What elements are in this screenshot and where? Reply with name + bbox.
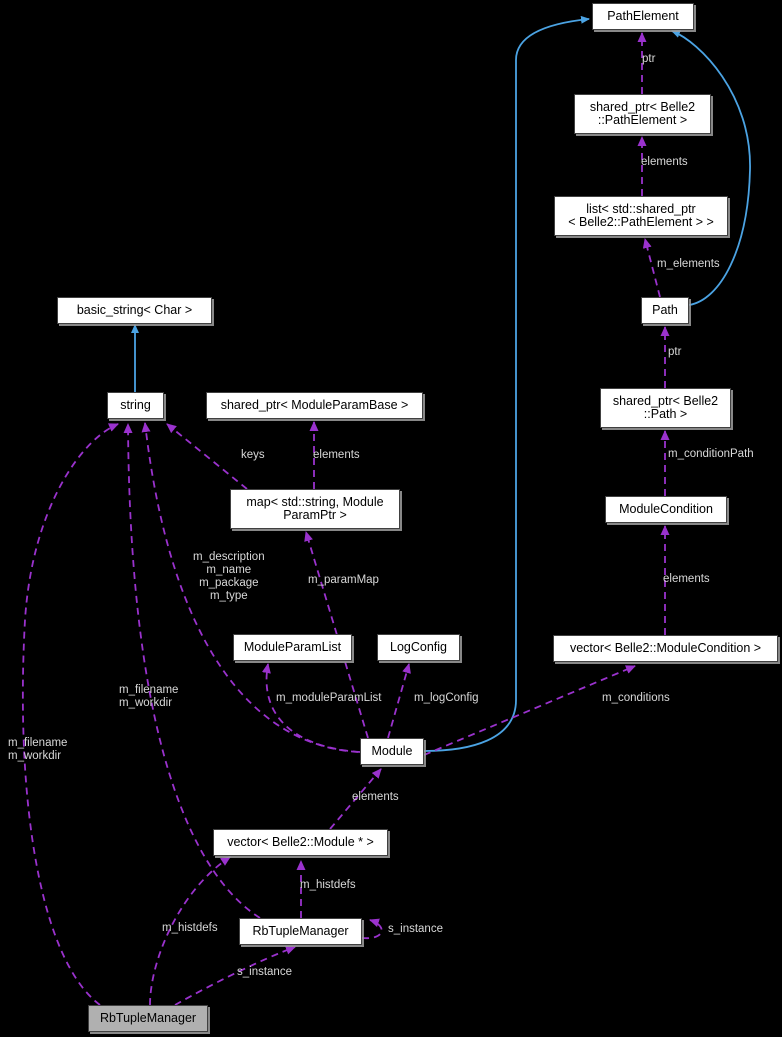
edge-label-lbl_elements_pe: elements <box>641 156 688 168</box>
edge-u_rbs_self <box>361 918 383 939</box>
class-node-label: Module <box>371 743 413 758</box>
class-node-path[interactable]: Path <box>641 297 689 324</box>
edge-u_path_list <box>642 238 661 298</box>
edge-label-lbl_elements_mpb: elements <box>313 449 360 461</box>
class-node-label: shared_ptr< Belle2 ::Path > <box>612 393 719 421</box>
class-node-rbtuplemanager_c[interactable]: RbTupleManager <box>88 1005 208 1032</box>
class-node-string[interactable]: string <box>107 392 164 419</box>
class-node-module[interactable]: Module <box>360 738 424 765</box>
edge-label-lbl_m_histdefs_1: m_histdefs <box>300 879 356 891</box>
edge-label-lbl_m_parammap: m_paramMap <box>308 574 379 586</box>
class-node-label: Path <box>652 302 678 317</box>
edge-u_vecmod_module <box>329 768 382 830</box>
edge-label-lbl_keys: keys <box>241 449 265 461</box>
edge-label-lbl_m_elements: m_elements <box>657 258 720 270</box>
edge-label-lbl_m_histdefs_2: m_histdefs <box>162 922 218 934</box>
class-node-map_moduleparam[interactable]: map< std::string, Module ParamPtr > <box>230 489 400 529</box>
class-node-pathelement[interactable]: PathElement <box>592 3 694 30</box>
edge-label-lbl_m_moduleparamlist: m_moduleParamList <box>276 692 382 704</box>
class-node-label: list< std::shared_ptr < Belle2::PathElem… <box>568 201 714 229</box>
class-node-basic_string[interactable]: basic_string< Char > <box>57 297 212 324</box>
class-node-label: vector< Belle2::ModuleCondition > <box>569 640 762 655</box>
class-node-label: string <box>120 397 151 412</box>
class-node-label: ModuleCondition <box>619 501 713 516</box>
class-node-sp_path[interactable]: shared_ptr< Belle2 ::Path > <box>600 388 731 428</box>
edge-e_module_pathelement <box>423 15 590 752</box>
edge-label-lbl_m_filename_1: m_filename m_workdir <box>119 684 179 709</box>
edge-u_module_string <box>141 422 359 753</box>
edge-label-lbl_m_logconfig: m_logConfig <box>414 692 479 704</box>
edge-label-lbl_elements_mc: elements <box>663 573 710 585</box>
class-node-label: ModuleParamList <box>243 639 342 654</box>
edge-label-lbl_s_instance_2: s_instance <box>237 966 292 978</box>
edge-label-lbl_ptr_path: ptr <box>668 346 682 358</box>
class-node-label: vector< Belle2::Module * > <box>227 834 374 849</box>
class-node-modulecondition[interactable]: ModuleCondition <box>605 496 727 523</box>
edge-e_path_pathelement <box>671 30 751 306</box>
class-node-rbtuplemanager_s[interactable]: RbTupleManager <box>239 918 362 945</box>
class-node-label: RbTupleManager <box>252 923 349 938</box>
edge-label-lbl_m_filename_2: m_filename m_workdir <box>8 737 68 762</box>
class-node-label: shared_ptr< ModuleParamBase > <box>220 397 409 412</box>
edge-label-lbl_ptr_pe: ptr <box>642 53 656 65</box>
edge-u_rbc_rbs <box>174 945 296 1006</box>
class-node-label: PathElement <box>607 8 679 23</box>
edge-u_rbc_vecmod <box>149 856 231 1006</box>
edge-label-lbl_m_conditions: m_conditions <box>602 692 670 704</box>
edge-u_map_string_keys <box>166 423 248 490</box>
edge-label-lbl_m_conditionpath: m_conditionPath <box>668 448 754 460</box>
class-node-label: RbTupleManager <box>99 1010 197 1025</box>
class-node-sp_pathelement[interactable]: shared_ptr< Belle2 ::PathElement > <box>574 94 711 134</box>
class-node-label: shared_ptr< Belle2 ::PathElement > <box>589 99 696 127</box>
class-node-vec_module_ptr[interactable]: vector< Belle2::Module * > <box>213 829 388 856</box>
class-node-sp_moduleparambase[interactable]: shared_ptr< ModuleParamBase > <box>206 392 423 419</box>
edge-u_rbs_string <box>123 423 261 919</box>
edge-u_module_logconfig <box>387 663 411 739</box>
edge-label-lbl_s_instance_1: s_instance <box>388 923 443 935</box>
class-node-logconfig[interactable]: LogConfig <box>377 634 460 661</box>
edge-u_module_veccond <box>423 665 636 756</box>
class-node-label: map< std::string, Module ParamPtr > <box>246 494 384 522</box>
edge-u_module_mpl <box>261 663 361 753</box>
edge-label-lbl_module_fields: m_description m_name m_package m_type <box>193 551 265 602</box>
class-node-moduleparamlist[interactable]: ModuleParamList <box>233 634 352 661</box>
edge-u_rbc_string <box>21 423 119 1006</box>
class-node-label: LogConfig <box>390 639 447 654</box>
edge-label-lbl_elements_module: elements <box>352 791 399 803</box>
class-node-vec_modulecond[interactable]: vector< Belle2::ModuleCondition > <box>553 635 778 662</box>
class-node-list_sp_pe[interactable]: list< std::shared_ptr < Belle2::PathElem… <box>554 196 728 236</box>
class-node-label: basic_string< Char > <box>76 302 193 317</box>
